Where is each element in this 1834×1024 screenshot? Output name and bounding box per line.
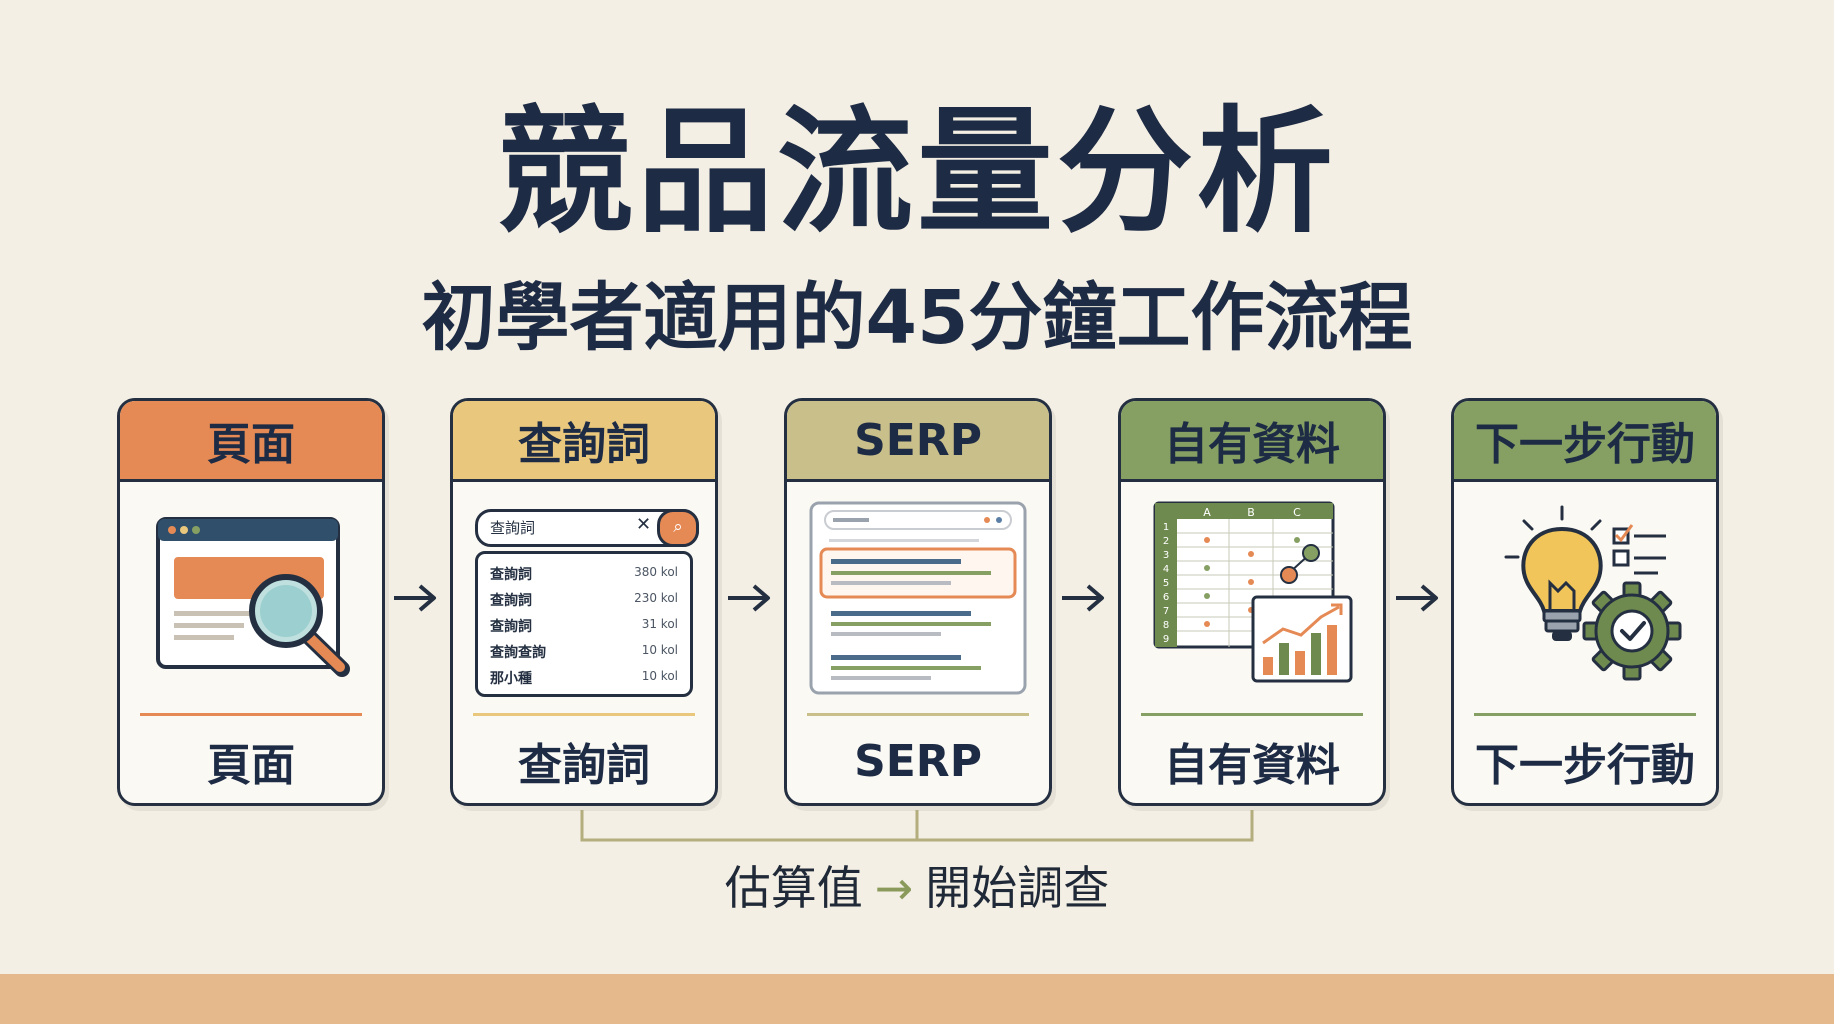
row-number: 5 [1163, 578, 1169, 589]
column-header-b: B [1247, 506, 1255, 519]
card-divider [1141, 713, 1363, 716]
keyword-row: 查詢詞 380 kol [490, 562, 678, 584]
step-card-serp: SERP SERP [784, 398, 1052, 806]
card-divider [807, 713, 1029, 716]
row-number: 6 [1163, 592, 1169, 603]
arrow-right-icon [1062, 584, 1104, 612]
caption-start-investigation: 開始調查 [925, 861, 1110, 915]
keyword-volume: 230 kol [634, 591, 678, 605]
keyword-term: 查詢詞 [490, 619, 532, 635]
keyword-volume: 10 kol [641, 669, 678, 683]
card-divider [140, 713, 362, 716]
row-number: 7 [1163, 606, 1169, 617]
keyword-row: 查詢詞 230 kol [490, 588, 678, 610]
caption: 估算值→開始調查 [0, 858, 1834, 918]
step-card-page: 頁面 頁面 [117, 398, 385, 806]
step-card-query: 查詢詞 查詢詞 ✕ ⌕ 查詢詞 380 kol 查詢詞 230 kol 查詢詞 31 ko… [450, 398, 718, 806]
caption-estimate: 估算值 [724, 861, 863, 915]
keyword-row: 查詢查詢 10 kol [490, 640, 678, 662]
card-divider [473, 713, 695, 716]
step-header: 查詢詞 [453, 401, 715, 482]
close-icon: ✕ [636, 514, 652, 535]
step-footer: 查詢詞 [518, 740, 650, 791]
step-card-next-action: 下一步行動 [1451, 398, 1719, 806]
arrow-right-icon: → [874, 861, 914, 915]
keyword-volume: 31 kol [641, 617, 678, 631]
keyword-volume: 10 kol [641, 643, 678, 657]
lightbulb-gear-icon [1454, 483, 1716, 703]
keyword-term: 查詢詞 [490, 567, 532, 583]
step-header: SERP [787, 401, 1049, 482]
row-number: 1 [1163, 522, 1169, 533]
step-header: 下一步行動 [1454, 401, 1716, 482]
arrow-right-icon [728, 584, 770, 612]
row-number: 8 [1163, 620, 1169, 631]
row-number: 4 [1163, 564, 1169, 575]
step-footer: 下一步行動 [1475, 740, 1695, 791]
keyword-volume: 380 kol [634, 565, 678, 579]
search-icon: ⌕ [657, 509, 699, 547]
serp-page-icon [787, 483, 1049, 703]
step-header: 頁面 [120, 401, 382, 482]
keyword-term: 查詢查詢 [490, 645, 546, 661]
row-number: 3 [1163, 550, 1169, 561]
step-card-own-data: 自有資料 A B C 1 2 3 4 5 6 7 8 9 [1118, 398, 1386, 806]
search-box: 查詢詞 ✕ ⌕ [475, 509, 699, 547]
card-divider [1474, 713, 1696, 716]
step-footer: SERP [854, 735, 982, 787]
page-subtitle: 初學者適用的45分鐘工作流程 [421, 275, 1413, 361]
search-text: 查詢詞 [490, 519, 536, 537]
keyword-term: 那小種 [490, 671, 532, 687]
column-header-a: A [1203, 506, 1211, 519]
column-header-c: C [1293, 506, 1301, 519]
row-number: 9 [1163, 634, 1169, 645]
keyword-term: 查詢詞 [490, 593, 532, 609]
keyword-row: 那小種 10 kol [490, 666, 678, 688]
step-footer: 自有資料 [1164, 740, 1340, 791]
keyword-list-icon: 查詢詞 ✕ ⌕ 查詢詞 380 kol 查詢詞 230 kol 查詢詞 31 kol 查詢查… [453, 483, 715, 703]
arrow-right-icon [1396, 584, 1438, 612]
row-number: 2 [1163, 536, 1169, 547]
page-title: 競品流量分析 [497, 94, 1337, 252]
browser-magnifier-icon [120, 483, 382, 703]
arrow-right-icon [394, 584, 436, 612]
spreadsheet-chart-icon: A B C 1 2 3 4 5 6 7 8 9 [1121, 483, 1383, 703]
footer-band [0, 974, 1834, 1024]
step-footer: 頁面 [207, 740, 295, 791]
step-header: 自有資料 [1121, 401, 1383, 482]
keyword-row: 查詢詞 31 kol [490, 614, 678, 636]
